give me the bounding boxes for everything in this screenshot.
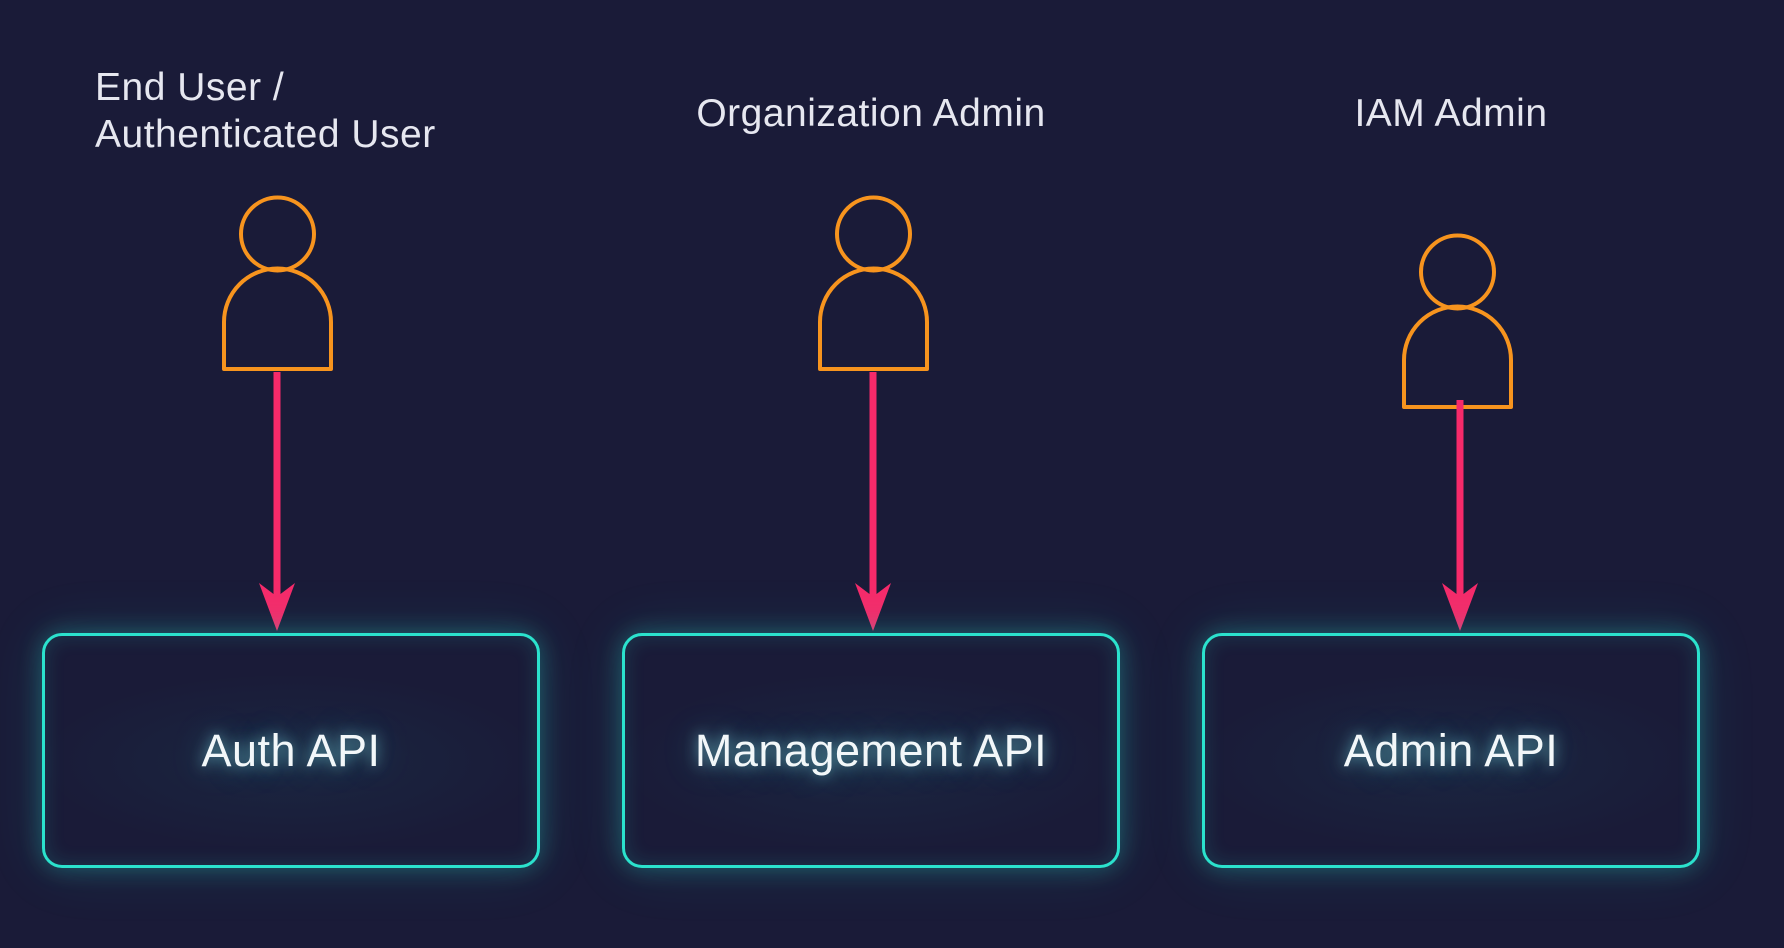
auth-api-box: Auth API — [42, 633, 540, 868]
person-icon — [222, 195, 333, 371]
actor-title-line: IAM Admin — [1354, 92, 1548, 135]
actor-title-line: Organization Admin — [696, 92, 1046, 135]
admin-api-box: Admin API — [1202, 633, 1700, 868]
api-box-label: Admin API — [1343, 724, 1559, 776]
actor-title-end-user: End User / Authenticated User — [95, 64, 515, 158]
person-icon — [1402, 233, 1513, 409]
actor-title-line: Authenticated User — [95, 113, 436, 156]
arrow-down-icon — [855, 372, 891, 631]
arrow-down-icon — [1442, 400, 1478, 631]
actor-title-iam-admin: IAM Admin — [1202, 90, 1700, 137]
api-box-label: Auth API — [201, 724, 381, 776]
management-api-box: Management API — [622, 633, 1120, 868]
actor-title-organization-admin: Organization Admin — [622, 90, 1120, 137]
api-box-label: Management API — [694, 724, 1048, 776]
actor-title-line: End User / — [95, 66, 285, 109]
arrow-down-icon — [259, 372, 295, 631]
person-icon — [818, 195, 929, 371]
